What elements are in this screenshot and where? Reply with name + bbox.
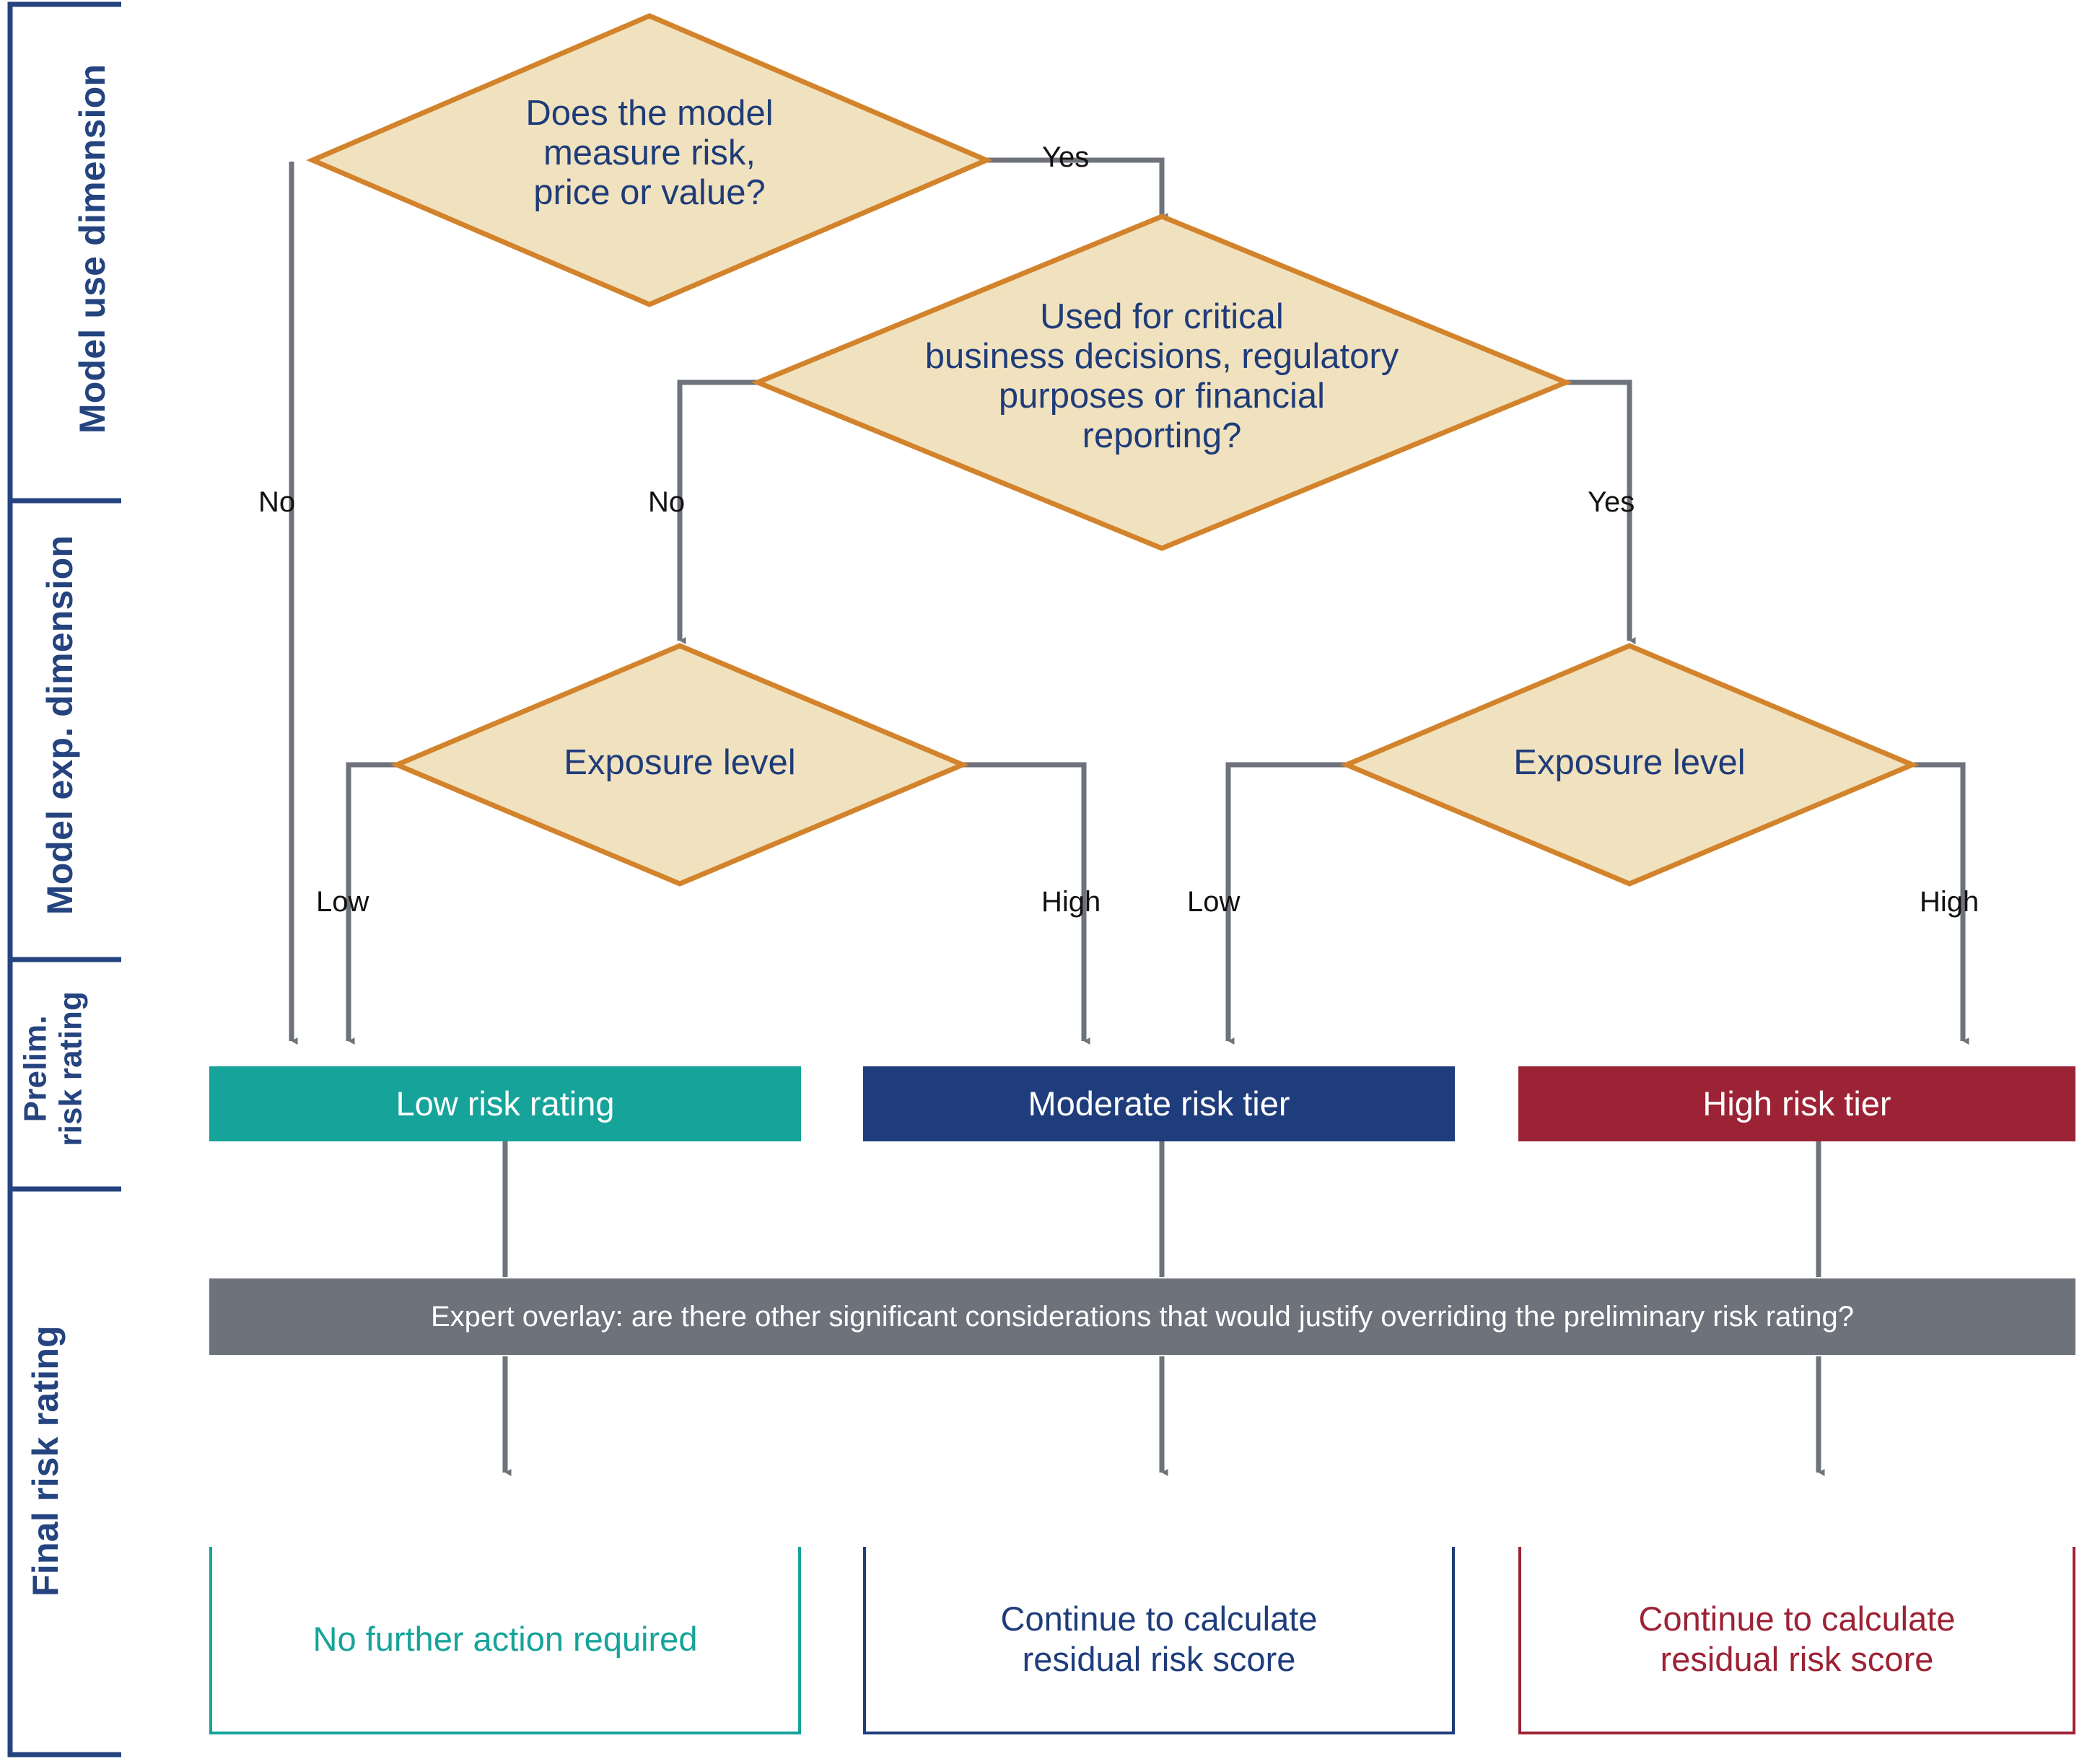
prelim-tier-moderate[interactable]: Moderate risk tier: [863, 1066, 1455, 1141]
rail-bracket-model-use: [7, 1, 121, 501]
final-tier-moderate-body: Continue to calculate residual risk scor…: [863, 1547, 1455, 1734]
final-tier-high-body: Continue to calculate residual risk scor…: [1518, 1547, 2075, 1734]
rail-label-model-exp: Model exp. dimension: [40, 535, 80, 916]
diamond-exposure-right: [1339, 643, 1920, 887]
edge-label-q1-yes: Yes: [1042, 141, 1090, 173]
edge-q2-yes: [1563, 379, 1636, 644]
final-tier-high-header: High risk tier: [1702, 1492, 1891, 1531]
edge-label-exp-right-high: High: [1920, 886, 1979, 918]
edge-q1-yes: [986, 157, 1168, 220]
prelim-tier-low[interactable]: Low risk rating: [209, 1066, 801, 1141]
rail-label-prelim: Prelim. risk rating: [18, 971, 89, 1166]
rail-brackets: [7, 1, 121, 1758]
edge-label-q2-no: No: [648, 486, 686, 518]
final-tier-low-body: No further action required: [209, 1547, 801, 1734]
edge-label-exp-left-high: High: [1041, 886, 1101, 918]
rail-bracket-model-exp: [7, 498, 121, 960]
edge-exp-left-low: [346, 762, 397, 1045]
rail-label-prelim-line2: risk rating: [53, 991, 89, 1146]
edge-label-q1-no: No: [258, 486, 296, 518]
rail-bracket-final: [7, 1186, 121, 1758]
diamond-critical-use: [751, 214, 1573, 551]
rail-bracket-prelim: [7, 957, 121, 1189]
edge-exp-right-high: [1914, 762, 1969, 1045]
diamond-measures-risk: [306, 13, 993, 307]
edge-label-exp-right-low: Low: [1187, 886, 1241, 918]
final-body-line: residual risk score: [1022, 1640, 1296, 1678]
edge-label-q2-yes: Yes: [1588, 486, 1635, 518]
edge-exp-left-high: [961, 762, 1090, 1045]
expert-overlay-bar[interactable]: Expert overlay: are there other signific…: [209, 1278, 2075, 1355]
connector-lines: [289, 157, 1969, 1476]
final-tier-high[interactable]: High risk tier Continue to calculate res…: [1518, 1476, 2075, 1734]
final-body-line: No further action required: [312, 1619, 698, 1658]
final-body-line: Continue to calculate: [1638, 1599, 1956, 1638]
edge-exp-right-low: [1225, 762, 1349, 1045]
final-tier-moderate[interactable]: Moderate risk tier Continue to calculate…: [863, 1476, 1455, 1734]
rail-label-prelim-line1: Prelim.: [17, 1015, 53, 1123]
decision-diamonds: [306, 13, 1920, 887]
diamond-exposure-left: [390, 643, 970, 887]
edge-label-exp-left-low: Low: [316, 886, 369, 918]
final-tier-low-header: Low risk rating: [395, 1492, 615, 1531]
final-body-line: Continue to calculate: [1000, 1599, 1318, 1638]
final-tier-moderate-header: Moderate risk tier: [1028, 1492, 1290, 1531]
final-body-line: residual risk score: [1660, 1640, 1934, 1678]
rail-label-model-use: Model use dimension: [72, 63, 113, 434]
final-tier-low[interactable]: Low risk rating No further action requir…: [209, 1476, 801, 1734]
edge-q2-no: [677, 379, 758, 644]
prelim-tier-high[interactable]: High risk tier: [1518, 1066, 2075, 1141]
rail-label-final: Final risk rating: [25, 1325, 66, 1597]
